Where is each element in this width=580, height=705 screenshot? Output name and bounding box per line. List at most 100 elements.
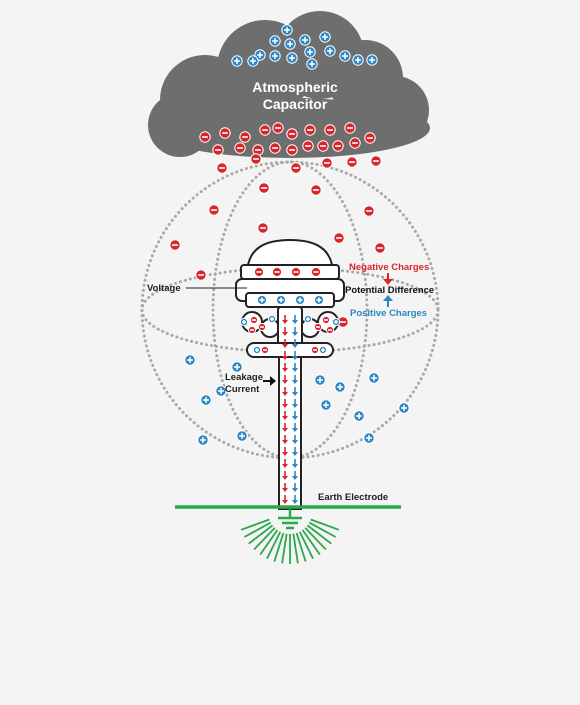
charge-positive-icon [320,399,332,411]
charge-positive-icon [281,24,293,36]
charge-positive-icon [184,354,196,366]
charge-positive-icon [314,374,326,386]
sphere-meridian [211,160,369,460]
charge-negative-icon [324,124,336,136]
charge-negative-icon [258,182,270,194]
charge-negative-icon [257,222,269,234]
charge-negative-icon [304,124,316,136]
cloud-title-line2: Capacitor [263,96,328,112]
charge-negative-icon [321,315,331,325]
charge-positive-icon [339,50,351,62]
charge-negative-icon [208,204,220,216]
charge-negative-icon [286,144,298,156]
charge-negative-icon [260,345,270,355]
charge-negative-icon [290,162,302,174]
charge-positive-icon [334,381,346,393]
arrow-up-icon [383,295,393,307]
field-negative-charges [169,182,386,328]
charge-positive-icon [368,372,380,384]
charge-negative-icon [219,127,231,139]
charge-positive-icon [247,55,259,67]
charge-negative-icon [290,266,302,278]
charge-positive-icon [231,55,243,67]
charge-negative-icon [349,137,361,149]
charge-negative-icon [269,142,281,154]
charge-positive-icon [236,430,248,442]
charge-negative-icon [363,205,375,217]
charge-negative-icon [370,155,382,167]
charge-negative-icon [234,142,246,154]
terminal-positive-charges [239,294,341,355]
terminal-negative-charges [247,266,335,355]
charge-negative-icon [333,232,345,244]
charge-negative-icon [302,140,314,152]
charge-negative-icon [313,322,323,332]
charge-negative-icon [271,266,283,278]
charge-positive-icon [269,35,281,47]
charge-positive-icon [231,361,243,373]
charge-positive-icon [306,58,318,70]
charge-negative-icon [325,325,335,335]
charge-positive-icon [363,432,375,444]
charge-negative-icon [346,156,358,168]
charge-positive-icon [256,294,268,306]
charge-negative-icon [332,140,344,152]
charge-negative-icon [317,140,329,152]
charge-positive-icon [252,345,262,355]
charge-positive-icon [366,54,378,66]
charge-positive-icon [353,410,365,422]
charge-positive-icon [324,45,336,57]
arrow-down-icon [383,273,393,285]
charge-negative-icon [250,153,262,165]
potential-difference-label: Potential Difference [345,285,434,296]
charge-negative-icon [239,131,251,143]
charge-negative-icon [199,131,211,143]
charge-negative-icon [310,345,320,355]
charge-positive-icon [299,34,311,46]
charge-positive-icon [284,38,296,50]
field-positive-charges [184,354,410,446]
charge-negative-icon [212,144,224,156]
charge-positive-icon [304,46,316,58]
charge-positive-icon [303,314,313,324]
charge-positive-icon [286,52,298,64]
charge-negative-icon [249,315,259,325]
cloud-positive-charges [231,24,378,70]
charge-negative-icon [169,239,181,251]
terminal-neck [277,306,303,348]
charge-negative-icon [364,132,376,144]
charge-positive-icon [267,314,277,324]
cloud-negative-charges [199,122,382,174]
mast-current-arrows [282,315,298,504]
arrow-right-icon [263,376,276,386]
charge-negative-icon [216,162,228,174]
mast-pole [278,356,302,510]
negative-charges-label: Negative Charges [349,262,429,273]
charge-negative-icon [310,266,322,278]
charge-positive-icon [215,385,227,397]
charge-positive-icon [313,294,325,306]
charge-negative-icon [247,325,257,335]
charge-positive-icon [352,54,364,66]
charge-positive-icon [200,394,212,406]
charge-positive-icon [269,50,281,62]
leakage-current-label-line1: Leakage [225,372,263,383]
charge-negative-icon [321,157,333,169]
charge-negative-icon [344,122,356,134]
charge-negative-icon [259,124,271,136]
charge-negative-icon [253,266,265,278]
positive-charges-label: Positive Charges [350,308,427,319]
voltage-label: Voltage [147,283,181,294]
charge-positive-icon [398,402,410,414]
charge-negative-icon [272,122,284,134]
charge-positive-icon [331,317,341,327]
earth-electrode-label: Earth Electrode [318,492,388,503]
charge-negative-icon [374,242,386,254]
charge-positive-icon [239,317,249,327]
charge-positive-icon [197,434,209,446]
leakage-current-label-line2: Current [225,384,260,395]
charge-positive-icon [319,31,331,43]
ground-symbol-icon [278,509,302,530]
charge-positive-icon [275,294,287,306]
